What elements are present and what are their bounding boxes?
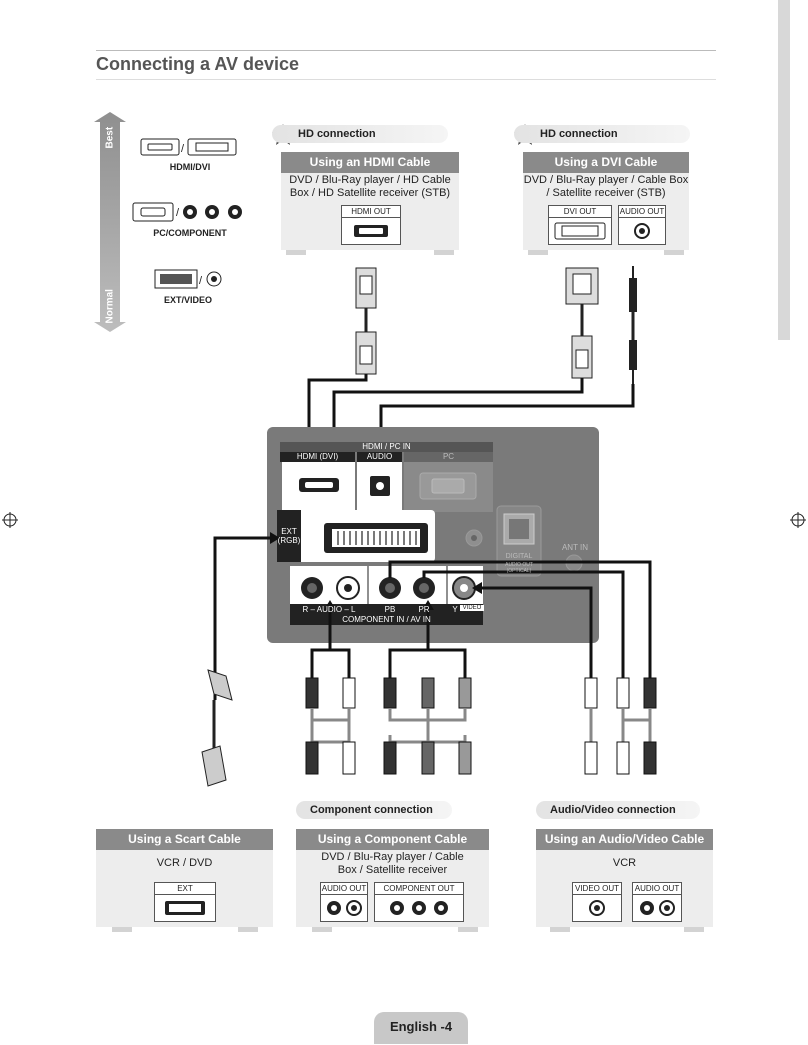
component-cable-bundles: [310, 708, 467, 744]
hdmi-port-icon: [354, 225, 388, 237]
av-plugs-lower: [584, 741, 657, 775]
dvi-audio-out-label: AUDIO OUT: [619, 207, 665, 218]
dvi-card-devices-line2: / Satellite receiver (STB): [546, 187, 666, 199]
dvi-port-icon: [554, 222, 606, 240]
component-card-devices-line2: Box / Satellite receiver: [337, 864, 448, 876]
av-cable-bundle: [589, 708, 652, 742]
registration-mark-left: [2, 512, 18, 528]
ext-port-label: EXT: [155, 883, 215, 895]
component-audio-out-label: AUDIO OUT: [321, 884, 367, 895]
component-cable-card: Using a Component Cable DVD / Blu-Ray pl…: [296, 829, 489, 927]
component-out-port: COMPONENT OUT: [374, 882, 464, 922]
av-cable: [388, 560, 652, 680]
component-audio-out-port: AUDIO OUT: [320, 882, 368, 922]
panel-video: VIDEO: [460, 605, 484, 611]
dvi-audio-out-port: AUDIO OUT: [618, 205, 666, 245]
title-rule-bottom: [96, 79, 716, 80]
dvi-card-devices-line1: DVD / Blu-Ray player / Cable Box: [523, 174, 689, 186]
panel-rgb: (RGB): [277, 536, 301, 545]
page-title: Connecting a AV device: [96, 54, 300, 74]
av-card-devices: VCR: [612, 857, 637, 869]
hdmi-cable-card: Using an HDMI Cable DVD / Blu-Ray player…: [281, 152, 459, 250]
component-rca-icon: [390, 901, 448, 915]
panel-audio-out-optical: AUDIO OUT (OPTICAL): [505, 562, 533, 574]
scart-cable-card: Using a Scart Cable VCR / DVD EXT: [96, 829, 273, 927]
panel-ext: EXT: [281, 527, 297, 536]
video-rca-icon: [589, 900, 605, 916]
panel-component-in: COMPONENT IN / AV IN: [342, 615, 431, 624]
rca-plugs-upper: [305, 677, 472, 709]
hdmi-out-port: HDMI OUT: [341, 205, 401, 245]
panel-ant-in: ANT IN: [561, 543, 589, 552]
panel-y: Y: [452, 605, 458, 614]
hdmi-dvi-icon: /: [140, 138, 237, 156]
component-video-cable: [388, 604, 467, 680]
registration-mark-right: [790, 512, 806, 528]
scart-card-title: Using a Scart Cable: [96, 829, 273, 850]
av-audio-rca-icon: [640, 900, 675, 916]
hd-connection-tag-right: HD connection: [514, 125, 690, 143]
av-audio-out-port: AUDIO OUT: [632, 882, 682, 922]
component-out-label: COMPONENT OUT: [375, 883, 463, 895]
av-plugs-upper: [584, 677, 657, 709]
svg-text:/: /: [199, 275, 203, 287]
audio-jack-icon: [634, 223, 650, 239]
component-connection-tag: Component connection: [296, 801, 452, 819]
panel-pr: PR: [418, 605, 430, 614]
panel-audio: AUDIO: [366, 452, 393, 461]
scale-item-hdmi-dvi: HDMI/DVI: [169, 162, 211, 172]
av-card-title: Using an Audio/Video Cable: [536, 829, 713, 850]
hdmi-card-devices-line1: DVD / Blu-Ray player / HD Cable: [289, 174, 451, 186]
page-number-footer: English -4: [374, 1012, 468, 1044]
scart-card-devices: VCR / DVD: [156, 857, 213, 869]
pc-component-icon: /: [132, 202, 242, 222]
panel-audio-lr: R – AUDIO – L: [302, 605, 356, 614]
panel-hdmi-dvi: HDMI (DVI): [296, 452, 339, 461]
scale-best-label: Best: [104, 126, 116, 149]
hdmi-card-devices-line2: Box / HD Satellite receiver (STB): [289, 187, 451, 199]
panel-pb: PB: [384, 605, 396, 614]
side-tab: [778, 0, 790, 340]
hdmi-route-lines: [307, 374, 635, 440]
audio-jack-cable: [629, 266, 637, 384]
dvi-cable-card: Using a DVI Cable DVD / Blu-Ray player /…: [523, 152, 689, 250]
hdmi-card-title: Using an HDMI Cable: [281, 152, 459, 173]
panel-pc: PC: [442, 452, 455, 461]
svg-text:/: /: [181, 143, 185, 155]
svg-text:/: /: [176, 207, 180, 219]
title-rule-top: [96, 50, 716, 51]
dvi-cable: [565, 267, 599, 379]
scale-normal-label: Normal: [104, 289, 116, 324]
scale-item-pc-component: PC/COMPONENT: [153, 228, 227, 238]
quality-scale-arrow: [94, 112, 126, 332]
audio-rca-icon: [327, 900, 362, 916]
video-out-label: VIDEO OUT: [573, 884, 621, 895]
audio-video-connection-tag: Audio/Video connection: [536, 801, 700, 819]
ext-port: EXT: [154, 882, 216, 922]
scart-port-icon: [165, 901, 205, 915]
hdmi-out-label: HDMI OUT: [342, 206, 400, 218]
video-out-port: VIDEO OUT: [572, 882, 622, 922]
rca-plugs-lower: [305, 741, 472, 775]
ext-video-icon: /: [154, 269, 222, 289]
component-card-title: Using a Component Cable: [296, 829, 489, 850]
dvi-card-title: Using a DVI Cable: [523, 152, 689, 173]
panel-digital: DIGITAL: [505, 553, 533, 560]
hdmi-cable: [355, 267, 377, 375]
component-card-devices-line1: DVD / Blu-Ray player / Cable: [321, 851, 464, 863]
panel-hdmi-pc-in: HDMI / PC IN: [362, 442, 411, 451]
av-cable-card: Using an Audio/Video Cable VCR VIDEO OUT…: [536, 829, 713, 927]
hd-connection-tag-left: HD connection: [272, 125, 448, 143]
dvi-out-label: DVI OUT: [549, 206, 611, 218]
scart-cable: [201, 532, 280, 787]
scale-item-ext-video: EXT/VIDEO: [163, 295, 212, 305]
component-audio-cable: [310, 604, 351, 680]
av-audio-out-label: AUDIO OUT: [633, 884, 681, 895]
dvi-out-port: DVI OUT: [548, 205, 612, 245]
